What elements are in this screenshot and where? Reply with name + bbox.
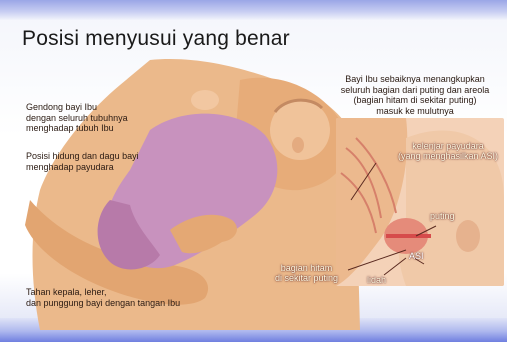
baby-hand	[191, 90, 219, 110]
page-title: Posisi menyusui yang benar	[22, 27, 290, 51]
caption-support: Tahan kepala, leher, dan punggung bayi d…	[26, 287, 180, 308]
label-tongue: lidah	[367, 275, 386, 285]
label-milk: ASI	[409, 251, 424, 261]
caption-hold-baby: Gendong bayi Ibu dengan seluruh tubuhnya…	[26, 102, 128, 134]
caption-nose-chin: Posisi hidung dan dagu bayi menghadap pa…	[26, 151, 139, 172]
label-areola: bagian hitam di sekitar puting	[275, 263, 338, 283]
caption-latch: Bayi Ibu sebaiknya menangkupkan seluruh …	[325, 74, 505, 116]
label-nipple: puting	[430, 211, 455, 221]
baby-ear	[292, 137, 304, 153]
label-gland: kelenjar payudara (yang menghasilkan ASI…	[398, 141, 498, 161]
inset-ear	[456, 220, 480, 252]
